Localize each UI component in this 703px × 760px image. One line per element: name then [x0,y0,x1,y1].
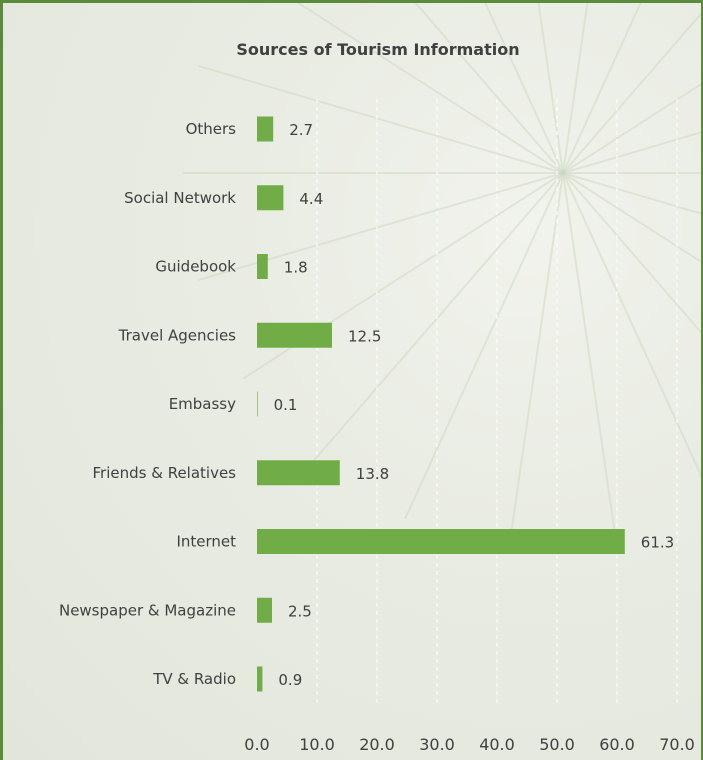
decor-stroke [562,172,619,550]
decor-stroke [562,12,701,174]
x-tick-label: 40.0 [479,735,515,754]
value-label: 61.3 [641,534,674,552]
decor-stroke [562,172,701,263]
bar [257,116,274,142]
decor-stroke [404,172,564,520]
decor-stroke [562,3,589,174]
value-label: 4.4 [299,190,323,208]
decor-stroke [562,172,701,478]
bar [257,529,625,554]
value-label: 0.9 [278,671,302,689]
decor-stroke [537,3,564,174]
x-tick-label: 50.0 [539,735,575,754]
value-labels: 2.7 4.4 1.8 12.5 0.1 13.8 61.3 2.5 0.9 [274,121,675,689]
category-label: Friends & Relatives [93,464,237,482]
value-label: 0.1 [274,396,298,414]
decor-stroke [414,3,564,174]
decor-stroke [484,3,564,174]
decor-stroke [562,83,701,174]
x-tick-label: 60.0 [599,735,635,754]
decor-stroke [507,172,564,550]
decor-stroke [313,172,564,461]
decor-stroke [562,3,642,174]
x-tick-label: 0.0 [244,735,269,754]
category-label: Social Network [124,189,236,207]
decor-stroke [562,172,701,334]
chart-title: Sources of Tourism Information [236,40,519,59]
value-label: 13.8 [356,465,389,483]
category-label: Travel Agencies [118,326,237,344]
decor-stroke [562,131,701,174]
decor-stroke [198,172,564,282]
bar [257,666,263,692]
bar [257,597,272,623]
x-axis-ticks: 0.0 10.0 20.0 30.0 40.0 50.0 60.0 70.0 [244,735,695,754]
x-tick-label: 30.0 [419,735,455,754]
value-label: 2.5 [288,602,312,620]
background-decoration [183,3,701,550]
x-tick-label: 70.0 [659,735,695,754]
category-label: Embassy [169,395,236,413]
decor-stroke [562,172,701,215]
bars [257,116,625,692]
bar [257,185,284,211]
bar-chart: Sources of Tourism Information OthersSoc… [59,3,701,754]
bar [257,254,268,279]
value-label: 2.7 [289,121,313,139]
bar [257,322,332,348]
value-label: 1.8 [284,259,308,277]
category-label: Newspaper & Magazine [59,601,236,619]
bar [257,391,258,417]
x-tick-label: 20.0 [359,735,395,754]
x-tick-label: 10.0 [299,735,335,754]
category-label: TV & Radio [152,670,236,688]
category-label: Guidebook [155,258,236,276]
category-label: Others [186,120,237,138]
decor-stroke [296,3,564,174]
bar [257,460,340,486]
value-label: 12.5 [348,327,381,345]
category-label: Internet [176,533,236,551]
decor-stroke [198,64,564,174]
